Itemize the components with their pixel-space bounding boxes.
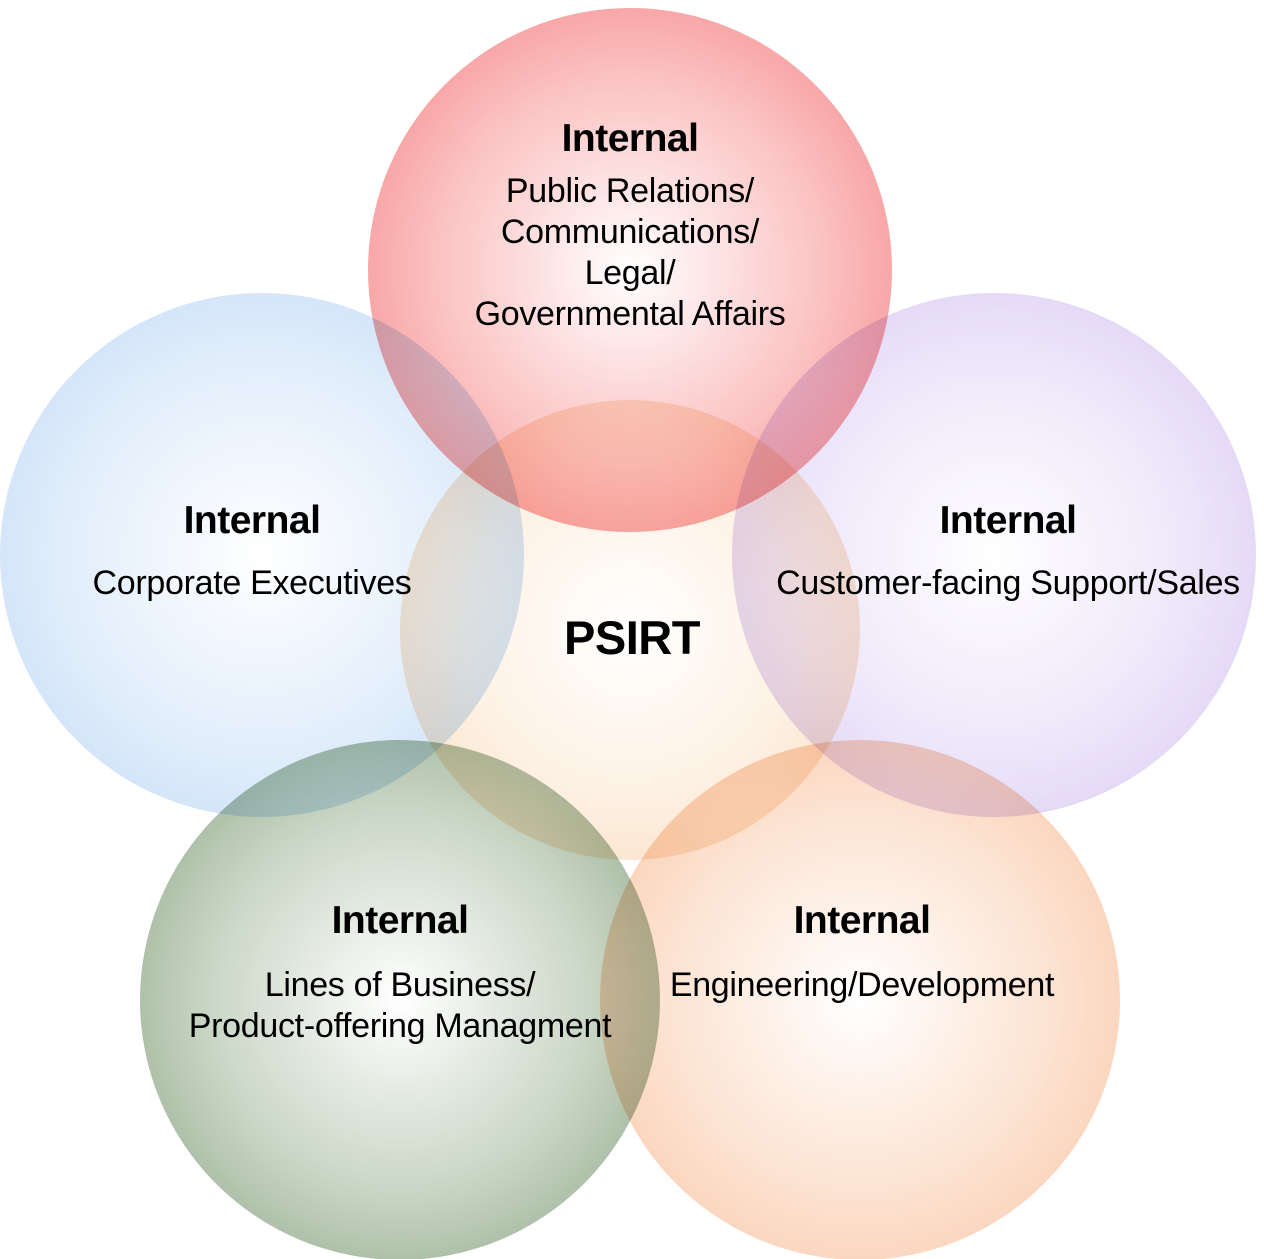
body-lines-of-business: Lines of Business/ Product-offering Mana… <box>188 966 612 1045</box>
label-group-lines-of-business: Internal Lines of Business/ Product-offe… <box>130 899 670 1047</box>
circle-corporate-executives <box>0 293 524 817</box>
center-label-psirt: PSIRT <box>564 611 700 664</box>
heading-internal-left: Internal <box>183 499 321 542</box>
body-engineering-development: Engineering/Development <box>669 966 1055 1004</box>
heading-internal-bottom-left: Internal <box>331 899 469 942</box>
circle-customer-facing-support-sales <box>732 293 1256 817</box>
circle-engineering-development <box>600 740 1120 1259</box>
body-corporate-executives: Corporate Executives <box>92 564 412 602</box>
label-group-corporate-executives: Internal Corporate Executives <box>2 499 502 604</box>
body-customer-facing-support-sales: Customer-facing Support/Sales <box>776 564 1240 602</box>
label-group-engineering-development: Internal Engineering/Development <box>592 899 1132 1006</box>
label-group-public-relations-legal: Internal Public Relations/ Communication… <box>330 117 930 335</box>
circle-lines-of-business <box>140 740 660 1259</box>
label-group-customer-facing-support-sales: Internal Customer-facing Support/Sales <box>708 499 1264 604</box>
heading-internal-bottom-right: Internal <box>793 899 931 942</box>
body-public-relations-legal: Public Relations/ Communications/ Legal/… <box>474 172 786 333</box>
heading-internal-right: Internal <box>939 499 1077 542</box>
heading-internal-top: Internal <box>561 117 699 160</box>
